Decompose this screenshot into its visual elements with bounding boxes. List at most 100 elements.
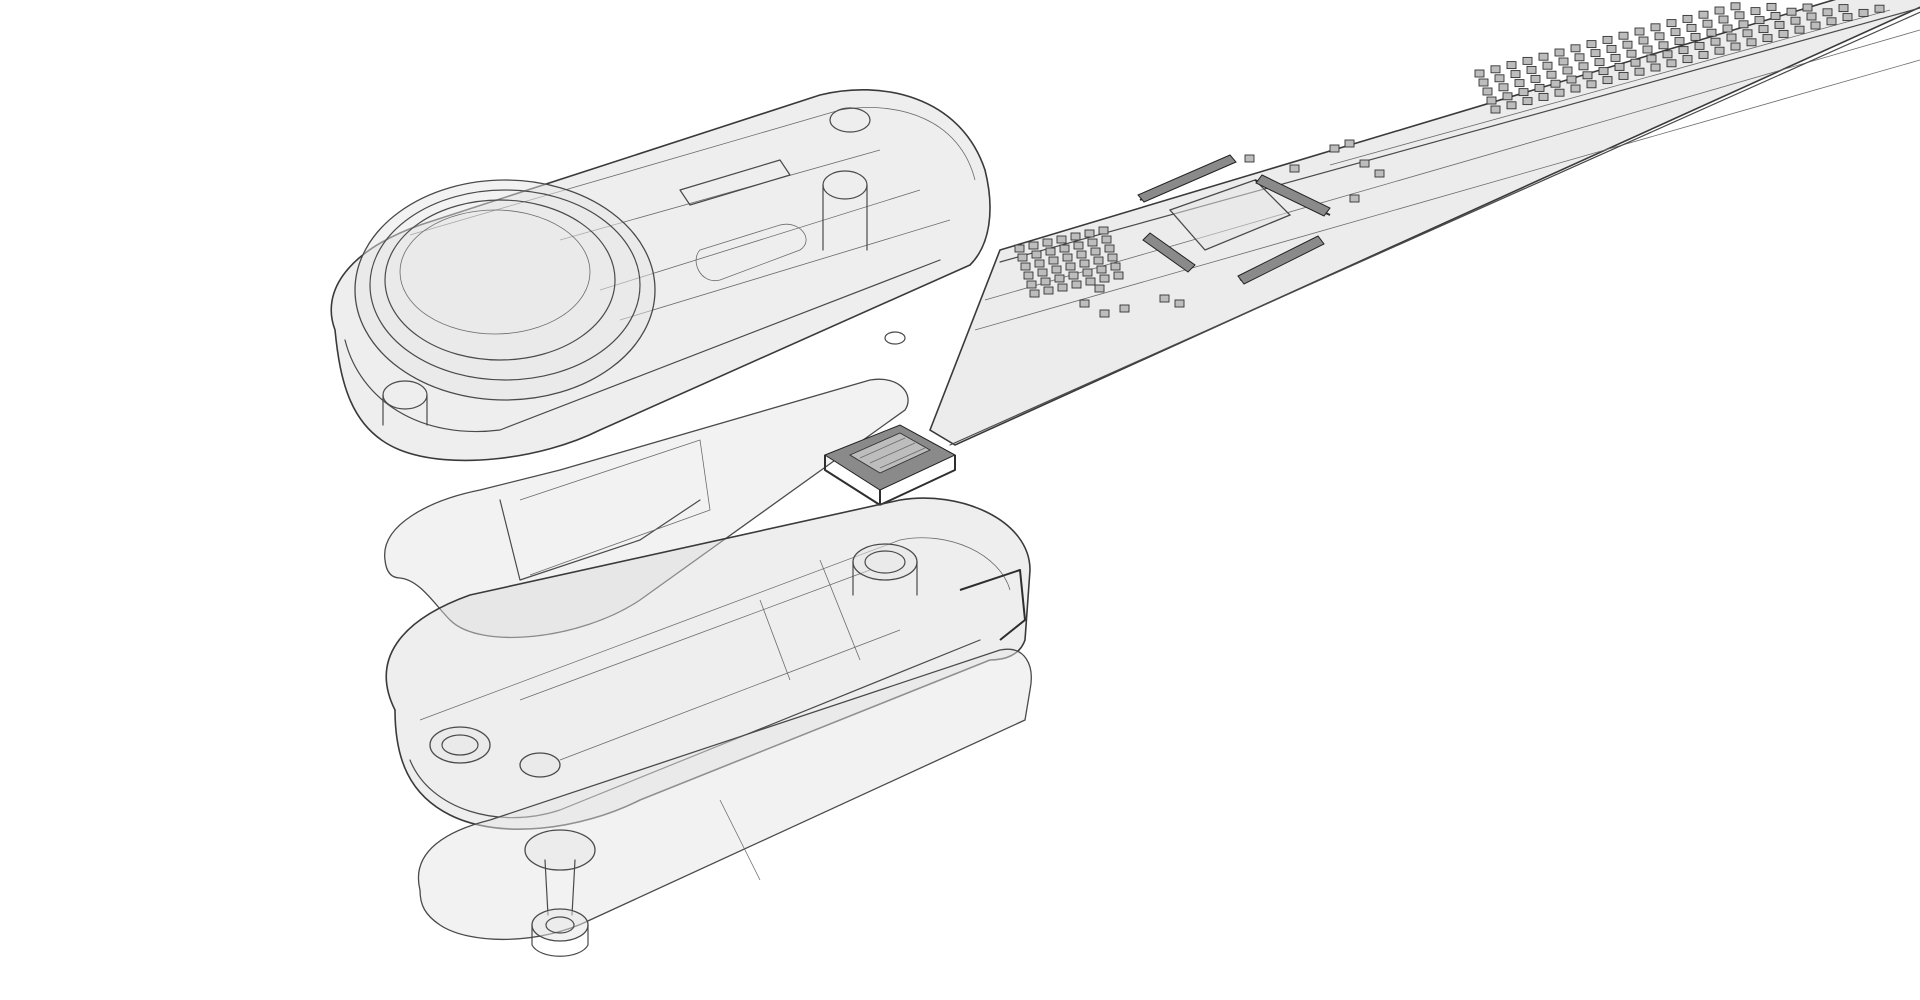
smd-component bbox=[1774, 20, 1785, 29]
smd-component bbox=[1810, 21, 1821, 30]
smd-component bbox=[1522, 56, 1533, 65]
smd-component bbox=[1051, 265, 1062, 274]
smd-component bbox=[1650, 63, 1661, 72]
smd-component bbox=[1642, 45, 1653, 54]
smd-component bbox=[1682, 14, 1693, 23]
smd-component bbox=[1550, 79, 1561, 88]
smd-component bbox=[1570, 84, 1581, 93]
smd-component bbox=[1043, 286, 1054, 295]
smd-component bbox=[1020, 262, 1031, 271]
smd-component bbox=[1578, 62, 1589, 71]
smd-component bbox=[1076, 250, 1087, 259]
smd-component bbox=[1065, 262, 1076, 271]
smd-component bbox=[1510, 70, 1521, 79]
smd-component bbox=[1626, 49, 1637, 58]
smd-component bbox=[1073, 241, 1084, 250]
smd-component bbox=[1023, 271, 1034, 280]
smd-component bbox=[1654, 32, 1665, 41]
smd-component bbox=[1746, 38, 1757, 47]
smd-component bbox=[1057, 283, 1068, 292]
smd-component bbox=[1506, 101, 1517, 110]
smd-component bbox=[1099, 309, 1110, 318]
smd-component bbox=[1718, 15, 1729, 24]
smd-component bbox=[1586, 40, 1597, 49]
smd-component bbox=[1101, 235, 1112, 244]
smd-component bbox=[1026, 280, 1037, 289]
smd-component bbox=[1650, 23, 1661, 32]
smd-component bbox=[1738, 20, 1749, 29]
smd-component bbox=[1598, 67, 1609, 76]
smd-component bbox=[1084, 229, 1095, 238]
smd-component bbox=[1040, 277, 1051, 286]
smd-component bbox=[1666, 19, 1677, 28]
smd-component bbox=[1099, 274, 1110, 283]
smd-component bbox=[1634, 67, 1645, 76]
smd-component bbox=[1678, 46, 1689, 55]
smd-component bbox=[1478, 78, 1489, 87]
smd-component bbox=[1174, 299, 1185, 308]
smd-component bbox=[1554, 88, 1565, 97]
smd-component bbox=[1082, 268, 1093, 277]
smd-component bbox=[1538, 52, 1549, 61]
smd-component bbox=[1526, 65, 1537, 74]
smd-component bbox=[1786, 7, 1797, 16]
smd-component bbox=[1822, 8, 1833, 17]
smd-component bbox=[1029, 289, 1040, 298]
gasket bbox=[384, 378, 909, 639]
smd-component bbox=[1056, 235, 1067, 244]
smd-component bbox=[1838, 4, 1849, 13]
smd-component bbox=[1858, 8, 1869, 17]
smd-component bbox=[1070, 232, 1081, 241]
smd-component bbox=[1071, 280, 1082, 289]
smd-component bbox=[1087, 238, 1098, 247]
connector bbox=[823, 424, 957, 506]
smd-component bbox=[1054, 274, 1065, 283]
smd-component bbox=[1104, 244, 1115, 253]
smd-component bbox=[1490, 65, 1501, 74]
smd-component bbox=[1098, 226, 1109, 235]
smd-component bbox=[1079, 259, 1090, 268]
smd-component bbox=[1726, 33, 1737, 42]
smd-component bbox=[1734, 11, 1745, 20]
smd-component bbox=[1794, 25, 1805, 34]
smd-component bbox=[1546, 70, 1557, 79]
smd-component bbox=[1244, 154, 1255, 163]
smd-component bbox=[1490, 105, 1501, 114]
smd-component bbox=[1682, 55, 1693, 64]
smd-component bbox=[1826, 17, 1837, 26]
smd-component bbox=[1562, 66, 1573, 75]
smd-component bbox=[1031, 250, 1042, 259]
smd-component bbox=[1506, 61, 1517, 70]
smd-component bbox=[1758, 25, 1769, 34]
smd-component bbox=[1034, 259, 1045, 268]
smd-component bbox=[1344, 139, 1355, 148]
smd-component bbox=[1674, 37, 1685, 46]
smd-component bbox=[1534, 83, 1545, 92]
smd-component bbox=[1085, 277, 1096, 286]
smd-component bbox=[1730, 42, 1741, 51]
smd-component bbox=[1806, 12, 1817, 21]
smd-component bbox=[1702, 19, 1713, 28]
smd-component bbox=[1017, 253, 1028, 262]
smd-component bbox=[1590, 49, 1601, 58]
smd-component bbox=[1542, 61, 1553, 70]
smd-component bbox=[1349, 194, 1360, 203]
smd-component bbox=[1686, 23, 1697, 32]
smd-component bbox=[1494, 74, 1505, 83]
smd-component bbox=[1518, 88, 1529, 97]
smd-component bbox=[1289, 164, 1300, 173]
smd-component bbox=[1068, 271, 1079, 280]
smd-component bbox=[1119, 304, 1130, 313]
smd-component bbox=[1722, 24, 1733, 33]
screw bbox=[524, 829, 596, 957]
smd-component bbox=[1618, 31, 1629, 40]
smd-component bbox=[1602, 76, 1613, 85]
smd-component bbox=[1028, 241, 1039, 250]
smd-component bbox=[1159, 294, 1170, 303]
smd-component bbox=[1538, 92, 1549, 101]
smd-component bbox=[1842, 13, 1853, 22]
smd-component bbox=[1059, 244, 1070, 253]
smd-component bbox=[1618, 71, 1629, 80]
smd-component bbox=[1582, 71, 1593, 80]
